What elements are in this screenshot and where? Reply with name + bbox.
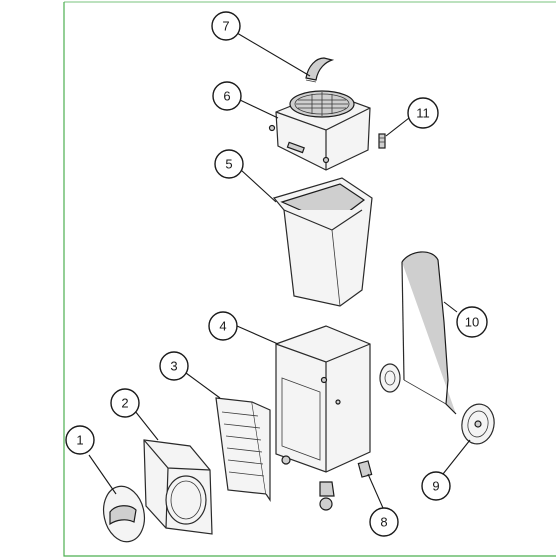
callout-3-label: 3 — [170, 359, 177, 374]
callout-1: 1 — [65, 425, 95, 455]
callout-3: 3 — [159, 351, 189, 381]
hand-truck-wheel-left — [379, 363, 401, 393]
callout-5-label: 5 — [225, 157, 232, 172]
part-7-top-handle — [305, 57, 335, 83]
part-11-screw — [378, 133, 386, 149]
leader-7 — [236, 32, 311, 77]
part-5-bin — [272, 177, 373, 307]
part-1-intake-cap — [102, 485, 146, 543]
callout-8-label: 8 — [380, 515, 387, 530]
callout-9-label: 9 — [432, 479, 439, 494]
leader-3 — [185, 372, 221, 399]
logo-mark — [109, 505, 137, 526]
diagram-frame — [63, 2, 556, 557]
callout-5: 5 — [214, 149, 244, 179]
part-2-prefilter-frame — [143, 439, 213, 535]
caster-wheel — [319, 481, 335, 511]
leader-2 — [134, 410, 159, 441]
callout-10-label: 10 — [465, 315, 479, 330]
leader-9 — [442, 439, 471, 475]
part-6-motor-housing — [268, 90, 371, 171]
part-10-hand-truck — [379, 251, 457, 415]
leader-10 — [443, 301, 458, 313]
callout-2-label: 2 — [121, 396, 128, 411]
callout-7-label: 7 — [222, 19, 229, 34]
callout-8: 8 — [369, 507, 399, 537]
part-4-cabinet — [275, 325, 371, 511]
callout-10: 10 — [456, 306, 488, 338]
callout-6-label: 6 — [223, 89, 230, 104]
callout-9: 9 — [421, 471, 451, 501]
callout-4: 4 — [208, 311, 238, 341]
leader-6 — [239, 99, 279, 119]
callout-2: 2 — [110, 388, 140, 418]
leader-11 — [385, 117, 410, 137]
leader-lines — [88, 32, 471, 509]
part-3-filter — [215, 397, 271, 502]
leader-4 — [236, 325, 279, 345]
callout-11-label: 11 — [416, 106, 430, 121]
callout-4-label: 4 — [219, 319, 226, 334]
callout-1-label: 1 — [76, 433, 83, 448]
leader-1 — [88, 454, 117, 495]
callout-6: 6 — [212, 81, 242, 111]
part-8-latch-pin — [357, 460, 373, 478]
callout-7: 7 — [211, 11, 241, 41]
leader-5 — [240, 169, 277, 203]
part-9-wheel — [461, 403, 495, 445]
leader-8 — [367, 473, 384, 509]
callout-11: 11 — [407, 97, 439, 129]
